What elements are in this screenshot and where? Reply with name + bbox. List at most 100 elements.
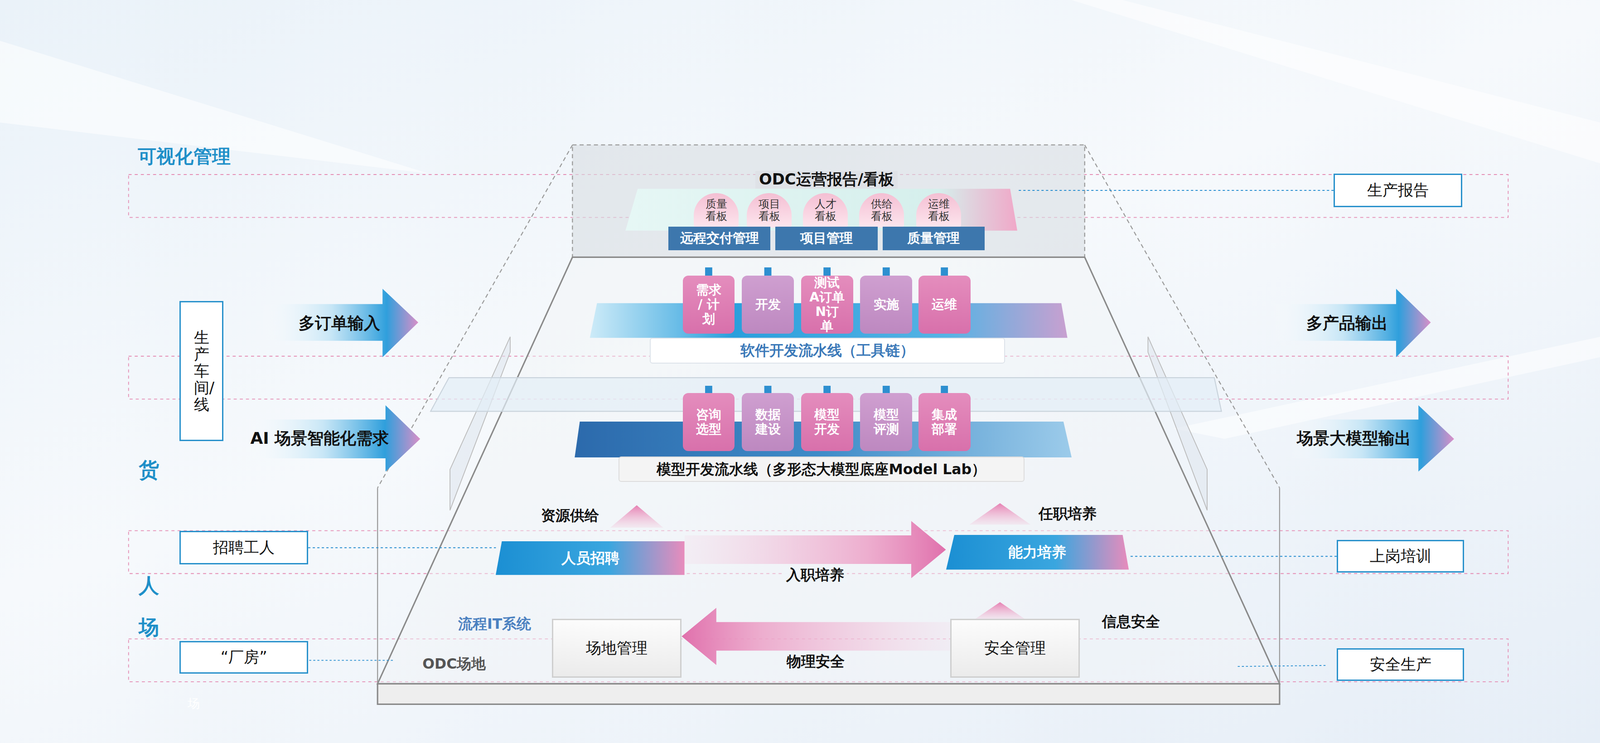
label-text: 模型评测 bbox=[872, 407, 900, 437]
label-text: ODC运营报告/看板 bbox=[755, 170, 898, 189]
deco-polygon bbox=[449, 336, 511, 511]
label-text: 模型开发流水线（多形态大模型底座Model Lab） bbox=[656, 460, 987, 478]
text-slot: 远程交付管理 bbox=[668, 226, 771, 251]
factory-frame bbox=[377, 145, 1280, 705]
label-text: 上岗培训 bbox=[1369, 547, 1432, 566]
text-slot: AI 场景智能化需求 bbox=[246, 421, 393, 455]
text-slot: 多订单输入 bbox=[275, 306, 403, 340]
input-arrow: 多订单输入 bbox=[260, 288, 419, 358]
label-text: 供给看板 bbox=[870, 198, 894, 223]
shape-fill bbox=[625, 188, 1018, 231]
text-slot: ODC运营报告/看板 bbox=[693, 167, 959, 192]
callout-box: 上岗培训 bbox=[1336, 539, 1465, 573]
text-slot: 运维 bbox=[918, 275, 971, 334]
text-slot: 生产车间/线 bbox=[180, 302, 223, 440]
text-slot: 实施 bbox=[860, 275, 913, 334]
callout-box: 招聘工人 bbox=[179, 530, 309, 565]
label-text: 质量看板 bbox=[705, 198, 728, 223]
text-slot: 集成部署 bbox=[918, 392, 971, 451]
text-slot: 质量管理 bbox=[882, 226, 985, 251]
flow-label: 资源供给 bbox=[541, 507, 600, 524]
label-text: 招聘工人 bbox=[212, 538, 275, 557]
label-text: 需求 / 计划 bbox=[695, 282, 722, 327]
text-slot: 需求 / 计划 bbox=[682, 275, 735, 334]
label-text: 项目管理 bbox=[800, 230, 853, 247]
pipeline-step: 数据建设 bbox=[741, 392, 794, 451]
text-slot: 数据建设 bbox=[741, 392, 794, 451]
label-text: 安全管理 bbox=[984, 639, 1046, 658]
section-label: 可视化管理 bbox=[137, 145, 231, 168]
text-slot: 场地管理 bbox=[553, 619, 681, 677]
deco-rect bbox=[377, 683, 1280, 704]
deco-line bbox=[1237, 665, 1327, 667]
text-slot: 测试 A订单 N订单 bbox=[801, 275, 854, 334]
pipeline-step: 集成部署 bbox=[918, 392, 971, 451]
vertical-box: 生产车间/线 bbox=[179, 300, 224, 441]
text-slot: 模型评测 bbox=[860, 392, 913, 451]
label-text: 开发 bbox=[754, 297, 782, 312]
deco-polygon bbox=[974, 601, 1026, 619]
edge-label: 入职培养 bbox=[783, 566, 847, 583]
label-text: 软件开发流水线（工具链） bbox=[740, 342, 915, 359]
label-text: 实施 bbox=[872, 297, 900, 312]
text-slot: 模型开发流水线（多形态大模型底座Model Lab） bbox=[618, 456, 1025, 482]
label-text: 项目看板 bbox=[758, 198, 781, 223]
shape-fill bbox=[946, 534, 1129, 570]
text-slot: 上岗培训 bbox=[1338, 541, 1463, 571]
text-slot: 质量看板 bbox=[693, 193, 739, 228]
pipeline-step: 咨询选型 bbox=[682, 392, 735, 451]
text-slot: 模型开发 bbox=[801, 392, 854, 451]
leader-line bbox=[1018, 189, 1334, 191]
deco-polygon bbox=[610, 504, 664, 528]
callout-box: 生产报告 bbox=[1333, 173, 1463, 208]
deco-rect bbox=[572, 145, 1085, 258]
label-text: 人才看板 bbox=[814, 198, 837, 223]
label-text: 集成部署 bbox=[931, 407, 958, 437]
label-text: 运维看板 bbox=[927, 198, 951, 223]
text-slot: 场景大模型输出 bbox=[1291, 421, 1417, 455]
deco-polygon bbox=[969, 502, 1031, 525]
pipeline-step: 运维 bbox=[918, 275, 971, 334]
process-bar: 人员招聘 bbox=[495, 541, 685, 575]
deco-line bbox=[1279, 487, 1281, 684]
flow-label: 信息安全 bbox=[1102, 613, 1161, 630]
text-slot: 多产品输出 bbox=[1287, 306, 1407, 340]
callout-box: 安全生产 bbox=[1336, 647, 1465, 681]
deco-line bbox=[309, 659, 393, 661]
deco-polygon bbox=[1147, 336, 1208, 511]
watermark: 场 bbox=[187, 696, 200, 711]
text-slot: 能力培养 bbox=[946, 534, 1129, 570]
pipeline-step: 测试 A订单 N订单 bbox=[801, 275, 854, 334]
shape-fill bbox=[260, 288, 419, 358]
label-text: 质量管理 bbox=[907, 230, 960, 247]
label-text: 模型开发 bbox=[813, 407, 841, 437]
label-text: 数据建设 bbox=[754, 407, 782, 437]
deco-line bbox=[377, 487, 378, 684]
text-slot: 安全生产 bbox=[1338, 649, 1463, 680]
dashboard-tab: 人才看板 bbox=[802, 193, 848, 228]
dashboard-tab: 质量看板 bbox=[693, 193, 739, 228]
label-text: 多订单输入 bbox=[298, 313, 381, 333]
text-slot: 运维看板 bbox=[916, 193, 962, 228]
deco-polygon bbox=[0, 40, 429, 174]
process-box: 场地管理 bbox=[551, 618, 682, 678]
process-bar: 能力培养 bbox=[946, 534, 1129, 570]
shape-fill bbox=[1270, 288, 1431, 358]
management-box: 远程交付管理 bbox=[668, 226, 771, 251]
dashboard-tab: 运维看板 bbox=[916, 193, 962, 228]
label-text: 能力培养 bbox=[1008, 543, 1067, 561]
section-label: 场 bbox=[138, 615, 160, 639]
label-text: 多产品输出 bbox=[1306, 313, 1388, 333]
shape-fill bbox=[495, 541, 685, 575]
section-label: 人 bbox=[138, 573, 160, 598]
text-slot: 人员招聘 bbox=[495, 541, 685, 575]
text-slot: 咨询选型 bbox=[682, 392, 735, 451]
pipeline-band: 模型开发流水线（多形态大模型底座Model Lab） 咨询选型数据建设 模型开发 模型… bbox=[569, 384, 1076, 484]
pipeline-step: 模型开发 bbox=[801, 392, 854, 451]
text-slot: 开发 bbox=[741, 275, 794, 334]
dashboard-tab: 项目看板 bbox=[746, 193, 792, 228]
edge-label: 物理安全 bbox=[783, 652, 848, 670]
text-slot: 招聘工人 bbox=[180, 531, 307, 563]
